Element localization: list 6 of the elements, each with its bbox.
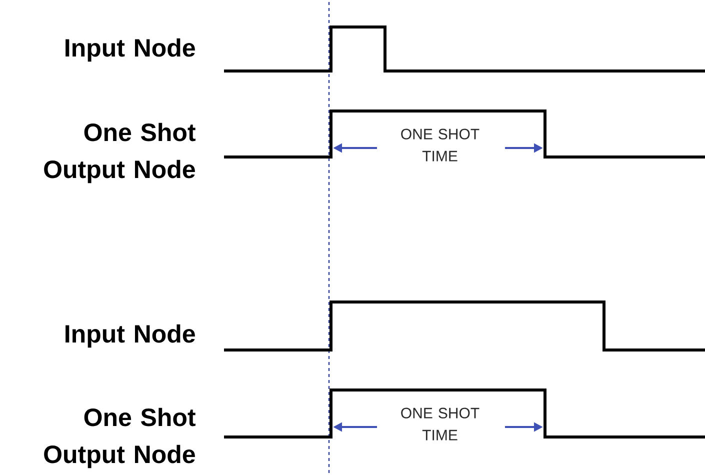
dimension-label: ONE SHOT TIME: [401, 408, 480, 440]
signal-label: One Shot Output Node: [44, 408, 196, 468]
signal-label: Input Node: [66, 324, 195, 348]
signal-label: One Shot Output Node: [44, 122, 196, 184]
dimension-label: ONE SHOT TIME: [401, 128, 480, 162]
signal-label: Input Node: [66, 38, 195, 62]
